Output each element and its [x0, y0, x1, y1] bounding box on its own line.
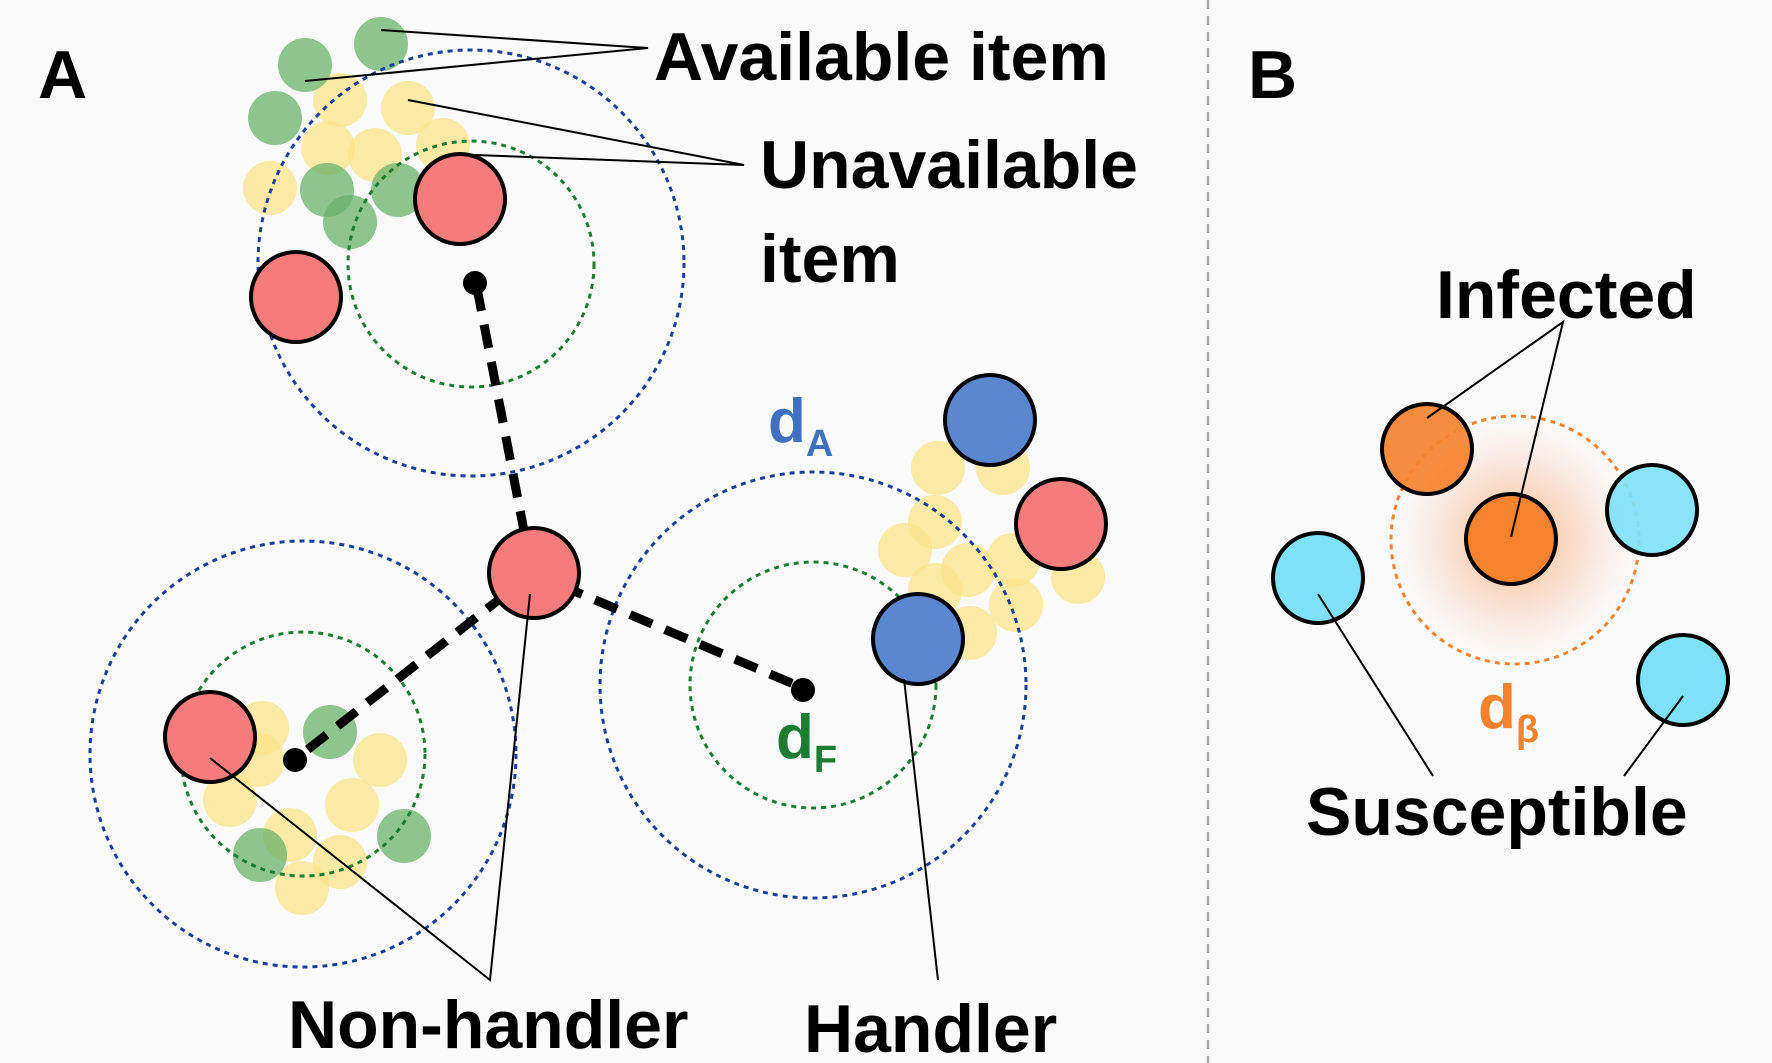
infected-agent — [1380, 402, 1474, 496]
susceptible-agent — [1605, 463, 1699, 557]
link-to-right-group — [558, 580, 805, 693]
leader-infected — [1426, 319, 1565, 538]
dA-ring-right — [598, 470, 1028, 900]
leader-susceptible-2 — [1623, 695, 1684, 777]
unavailable-item — [243, 161, 297, 215]
infected-agent — [1464, 492, 1558, 586]
dF-ring-top — [346, 139, 596, 389]
panel-b-letter: B — [1248, 37, 1297, 113]
available-item-label: Available item — [654, 19, 1109, 95]
unavailable-item — [381, 81, 435, 135]
handler-label: Handler — [804, 991, 1057, 1063]
item-cluster-right — [878, 441, 1105, 660]
dA-symbol: dA — [768, 387, 833, 465]
link-to-left-group — [290, 590, 509, 765]
susceptible-agent — [1271, 531, 1365, 625]
susceptible-agent — [1636, 633, 1730, 727]
unavailable-item — [989, 578, 1043, 632]
unavailable-item — [878, 523, 932, 577]
non-handler-label: Non-handler — [288, 987, 688, 1063]
connection-links — [290, 282, 805, 765]
handler-agent — [943, 373, 1037, 467]
leader-handler — [903, 678, 939, 981]
available-item — [377, 809, 431, 863]
panel-a-letter: A — [38, 37, 87, 113]
epidemic-agents — [1271, 402, 1730, 727]
group-centroid — [283, 748, 307, 772]
non-handler-agent — [249, 250, 343, 344]
non-handler-agent — [413, 152, 507, 246]
panel-b: B Infected Susceptible dβ — [1248, 37, 1730, 850]
infected-label: Infected — [1436, 257, 1697, 333]
available-item — [278, 38, 332, 92]
unavailable-item — [275, 861, 329, 915]
available-item — [248, 91, 302, 145]
unavailable-item — [313, 73, 367, 127]
group-centroid — [463, 271, 487, 295]
non-handler-agent — [487, 526, 581, 620]
item-cluster-top — [243, 17, 470, 249]
unavailable-item-label-line2: item — [760, 221, 900, 297]
unavailable-item — [353, 733, 407, 787]
leader-available-item — [304, 29, 649, 82]
available-item — [323, 195, 377, 249]
group-centroid — [791, 678, 815, 702]
susceptible-label: Susceptible — [1306, 774, 1688, 850]
perception-rings — [88, 48, 1028, 969]
leader-non-handler — [209, 593, 531, 982]
available-item — [233, 828, 287, 882]
dA-ring-top — [256, 48, 686, 478]
panel-a: A Available item Unavailable item Non-ha… — [38, 17, 1138, 1063]
leader-lines — [209, 29, 939, 982]
dbeta-symbol: dβ — [1478, 673, 1539, 751]
unavailable-item — [325, 778, 379, 832]
non-handler-agent — [163, 690, 257, 784]
agents — [163, 152, 1108, 784]
leader-unavailable-item — [407, 99, 745, 166]
unavailable-item-label: Unavailable — [760, 127, 1138, 203]
unavailable-item — [203, 773, 257, 827]
item-cluster-left — [203, 701, 431, 915]
handler-agent — [871, 592, 965, 686]
unavailable-item — [301, 121, 355, 175]
dA-ring-left — [88, 539, 518, 969]
dF-ring-right — [688, 560, 938, 810]
leader-susceptible — [1317, 593, 1434, 777]
unavailable-item — [911, 441, 965, 495]
non-handler-agent — [1014, 477, 1108, 571]
link-to-top-group — [471, 282, 537, 573]
dF-symbol: dF — [776, 703, 837, 781]
leader-lines-b — [1317, 319, 1684, 777]
